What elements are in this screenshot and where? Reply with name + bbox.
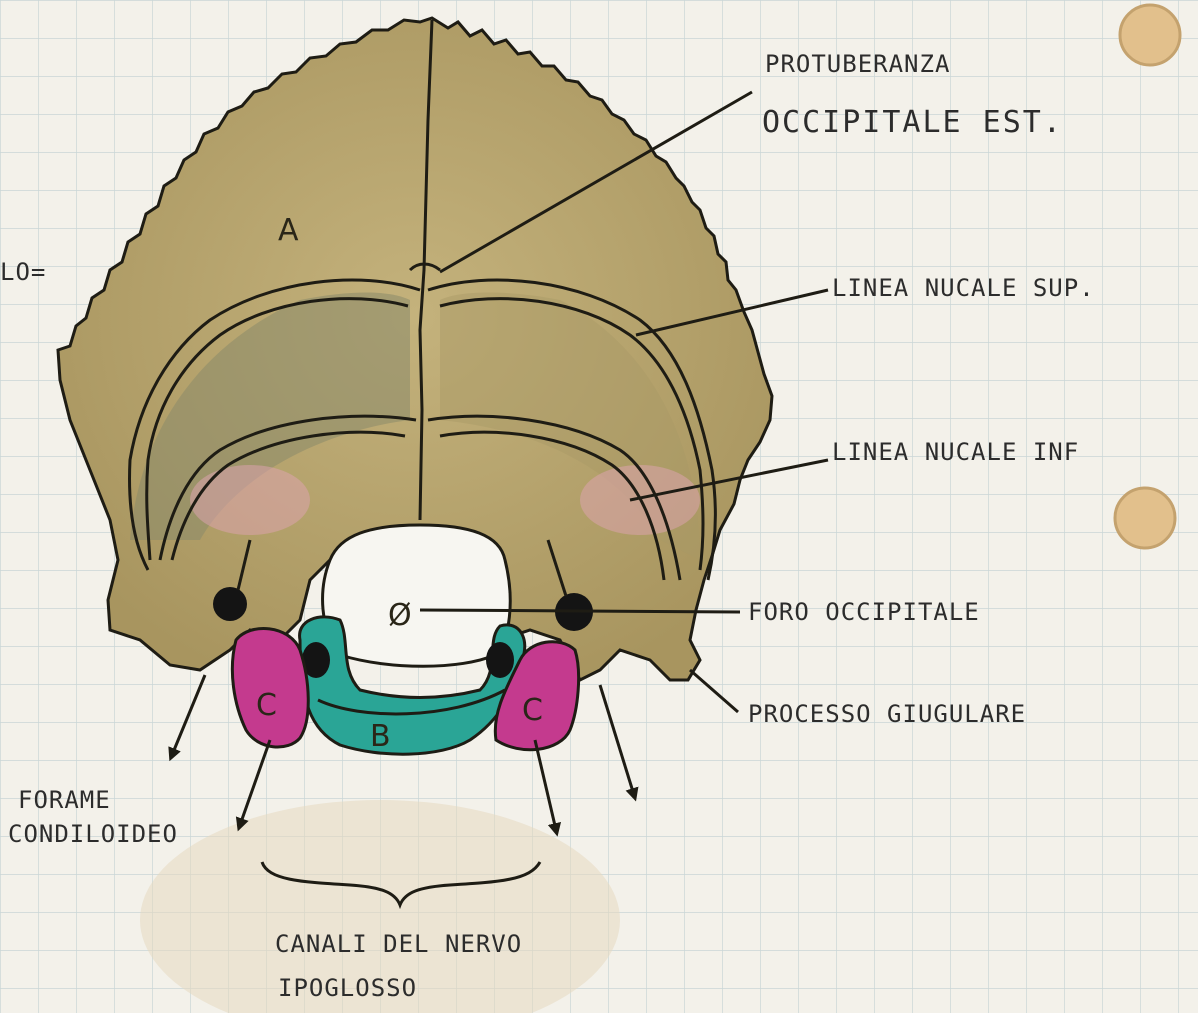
paper-stain [140,800,620,1013]
label-hypoglossal-1: CANALI DEL NERVO [275,930,522,958]
condyloid-foramen-left [213,587,247,621]
inferior-nuchal-line-left-inner [170,430,406,561]
inferior-nuchal-line-right [427,414,682,581]
arrow-icon [168,674,207,762]
protuberance-mark [408,262,441,272]
foramen-symbol: Ø [388,598,412,633]
basilar-inner-line [317,688,506,716]
arrow-icon [533,739,562,837]
basilar-part [298,615,527,756]
hypoglossal-opening-left [302,642,330,678]
label-inferior-nuchal-line: LINEA NUCALE INF [832,438,1079,466]
arrow-icon [598,684,639,802]
region-label-squama: A [278,213,299,248]
label-foramen-magnum: FORO OCCIPITALE [748,598,980,626]
pink-tint-left [190,465,310,535]
external-occipital-crest [418,19,434,521]
condyle-left [230,627,310,749]
leader-protuberance [439,90,753,274]
hypoglossal-brace [260,861,542,910]
region-label-condyle-right: C [522,693,543,728]
binder-hole-icon [1118,3,1182,67]
region-label-condyle-left: C [256,688,277,723]
condyloid-groove-right [546,539,568,597]
leader-foramen [419,608,741,614]
region-label-basilar: B [370,719,391,754]
inferior-nuchal-line-left [158,414,417,561]
arrow-icon [235,739,272,832]
foramen-magnum [321,523,512,668]
corner-label: LO= [0,258,46,286]
superior-nuchal-line-right [427,278,717,581]
superior-nuchal-line-left [128,278,421,571]
binder-hole-icon [1113,486,1177,550]
label-protuberance-2: OCCIPITALE EST. [762,105,1063,140]
label-superior-nuchal-line: LINEA NUCALE SUP. [832,274,1095,302]
leader-jugular [689,668,739,714]
superior-nuchal-line-right-inner [439,297,705,571]
lateral-shadow-left [130,292,410,540]
leader-superior-line [635,288,829,337]
leader-inferior-line [629,458,829,502]
inferior-nuchal-line-right-inner [439,430,666,581]
hypoglossal-opening-right [486,642,514,678]
condyloid-groove-left [236,539,252,591]
label-condyloid-1: FORAME [18,786,111,814]
label-protuberance-1: PROTUBERANZA [765,50,950,78]
superior-nuchal-line-left-inner [145,297,409,561]
condyle-right [493,640,581,752]
label-hypoglossal-2: IPOGLOSSO [278,974,417,1002]
label-jugular-process: PROCESSO GIUGULARE [748,700,1026,728]
label-condyloid-2: CONDILOIDEO [8,820,178,848]
